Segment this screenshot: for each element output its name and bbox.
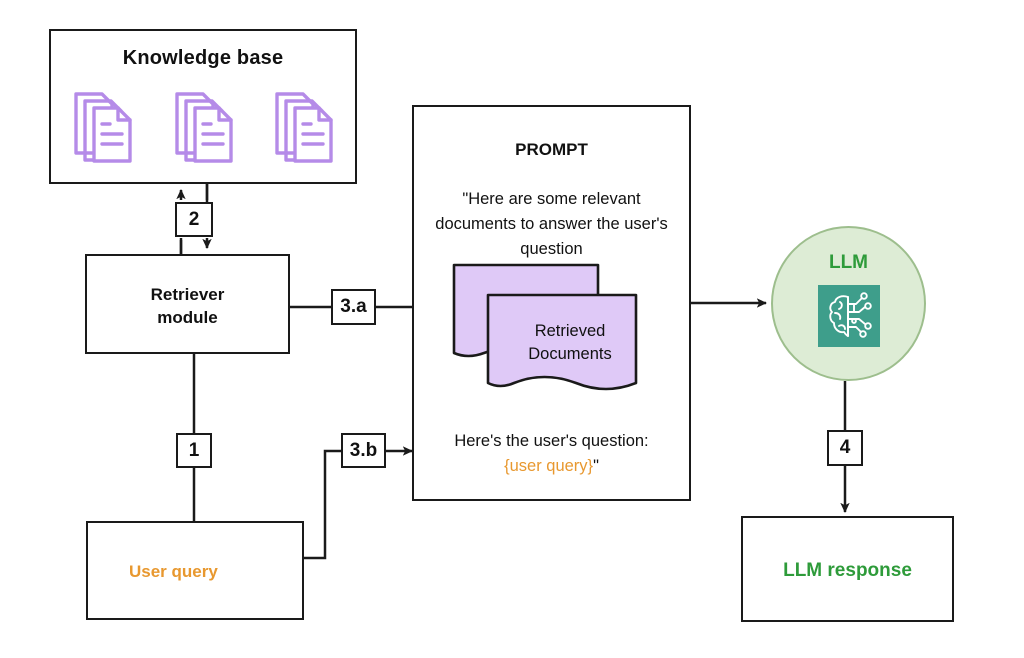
knowledge-base-title: Knowledge base	[122, 47, 284, 69]
document-stack-icon-1	[72, 89, 138, 165]
retriever-module-title: Retriever module	[87, 283, 288, 329]
prompt-closing-quote: "	[593, 457, 599, 475]
llm-node[interactable]: LLM	[771, 226, 926, 381]
user-query-box[interactable]	[86, 521, 304, 620]
step-label-2[interactable]: 2	[175, 202, 213, 237]
llm-response-box[interactable]: LLM response	[741, 516, 954, 622]
prompt-title: PROMPT	[515, 140, 588, 159]
step-label-3a[interactable]: 3.a	[331, 289, 376, 325]
retriever-module-box[interactable]: Retriever module	[85, 254, 290, 354]
prompt-intro-text: "Here are some relevant documents to ans…	[435, 190, 668, 258]
retriever-line-1: Retriever	[150, 285, 225, 304]
prompt-question-label: Here's the user's question:	[454, 432, 649, 450]
knowledge-base-box[interactable]: Knowledge base	[49, 29, 357, 184]
document-stack-icon-2	[173, 89, 239, 165]
prompt-box[interactable]: PROMPT "Here are some relevant documents…	[412, 105, 691, 501]
step-label-3b[interactable]: 3.b	[341, 433, 386, 468]
user-query-label: User query	[129, 562, 218, 581]
retrieved-documents-line-1: Retrieved	[534, 322, 606, 340]
prompt-question-text: Here's the user's question: {user query}…	[420, 429, 683, 479]
retriever-line-2: module	[157, 308, 218, 327]
retrieved-documents-label: Retrieved Documents	[500, 320, 640, 366]
document-stack-icon-3	[273, 89, 339, 165]
step-label-4[interactable]: 4	[827, 430, 863, 466]
wire-userquery-to-prompt	[304, 449, 341, 560]
llm-response-label: LLM response	[783, 560, 912, 581]
llm-label: LLM	[828, 252, 869, 273]
retrieved-documents-line-2: Documents	[528, 345, 612, 363]
step-label-1[interactable]: 1	[176, 433, 212, 468]
ai-brain-circuit-icon	[817, 285, 880, 347]
retrieved-documents-shape[interactable]: Retrieved Documents	[450, 259, 640, 399]
prompt-user-query-variable: {user query}	[504, 457, 594, 475]
